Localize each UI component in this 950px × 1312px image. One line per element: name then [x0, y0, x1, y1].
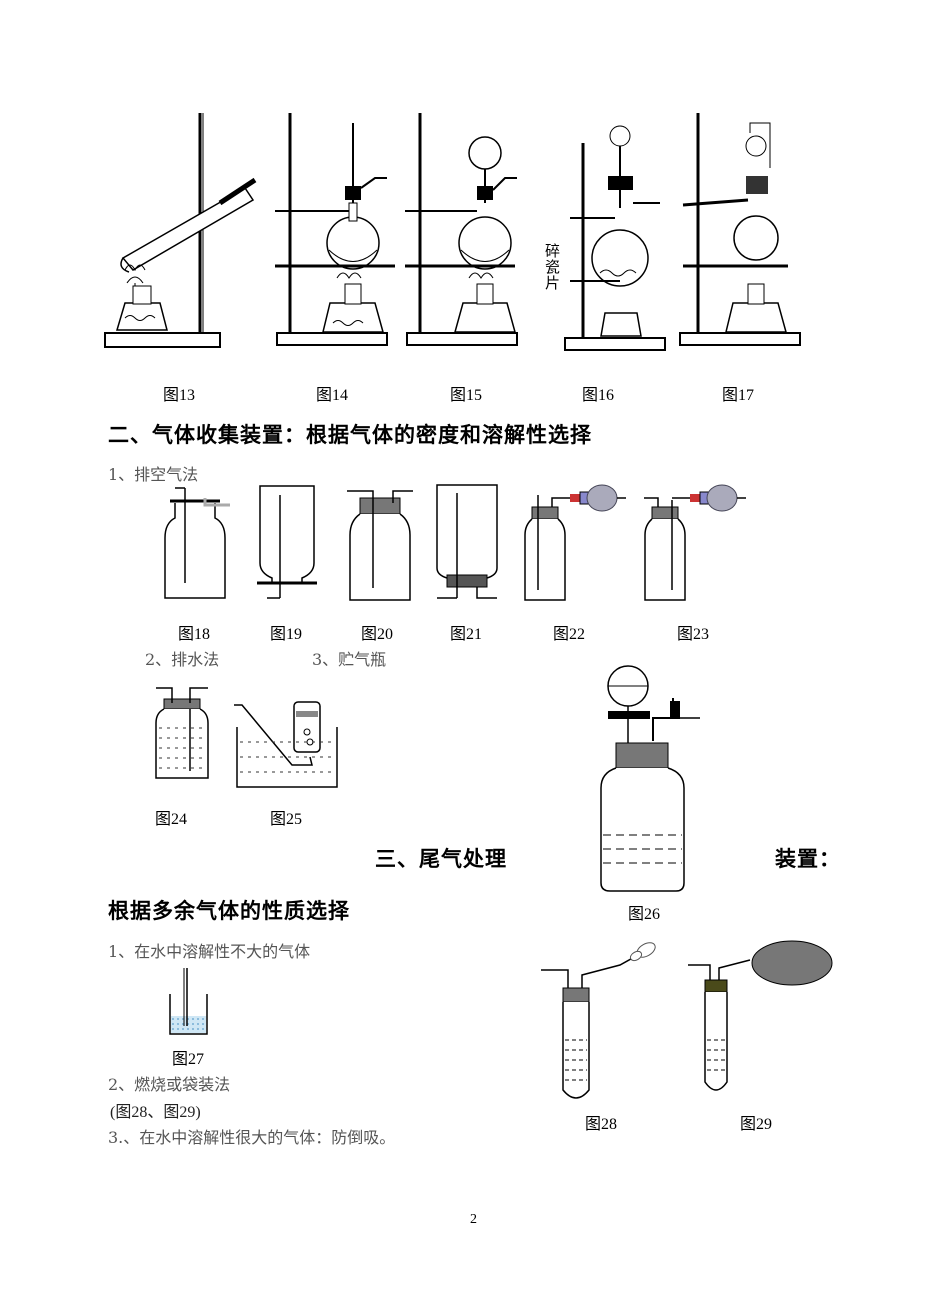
figure-16-flask-porcelain — [545, 108, 670, 353]
figure-26-gas-storage-bottle — [598, 663, 708, 895]
figure-19-bottle-inverted — [252, 483, 327, 603]
caption-fig13: 图13 — [163, 387, 196, 404]
figure-28-test-tube-burn — [538, 940, 678, 1105]
figure-29-test-tube-gas-bag — [685, 940, 835, 1100]
caption-fig15: 图15 — [450, 387, 483, 404]
caption-fig29: 图29 — [740, 1116, 773, 1133]
figure-18-bottle-upward — [160, 483, 235, 603]
figure-21-bottle-inverted-stopper — [432, 483, 507, 603]
caption-fig14: 图14 — [316, 387, 349, 404]
caption-fig22: 图22 — [553, 626, 586, 643]
figure-13-test-tube-heating — [105, 108, 265, 353]
item2-burn-or-bag: 2、燃烧或袋装法 — [108, 1075, 231, 1094]
caption-fig20: 图20 — [361, 626, 394, 643]
method-gas-storage: 3、贮气瓶 — [312, 650, 387, 669]
figure-27-beaker — [165, 966, 215, 1038]
caption-fig26: 图26 — [628, 906, 661, 923]
item3-high-solubility: 3.、在水中溶解性很大的气体：防倒吸。 — [108, 1128, 396, 1147]
page-number: 2 — [470, 1212, 477, 1227]
figure-23-bottle-drying-tube — [640, 480, 750, 605]
item1-low-solubility: 1、在水中溶解性不大的气体 — [108, 942, 311, 961]
caption-fig19: 图19 — [270, 626, 303, 643]
fig16-label: 碎瓷片 — [545, 242, 561, 292]
caption-fig16: 图16 — [582, 387, 615, 404]
caption-fig17: 图17 — [722, 387, 755, 404]
caption-fig24: 图24 — [155, 811, 188, 828]
section3-heading-part1: 三、尾气处理 — [375, 847, 507, 871]
caption-fig25: 图25 — [270, 811, 303, 828]
figure-20-bottle-stopper — [345, 483, 415, 603]
caption-fig27: 图27 — [172, 1051, 205, 1068]
caption-fig23: 图23 — [677, 626, 710, 643]
section3-heading-part2: 装置： — [775, 847, 841, 871]
caption-fig28: 图28 — [585, 1116, 618, 1133]
figure-17-gas-generator — [678, 108, 808, 353]
method-water-displacement: 2、排水法 — [145, 650, 220, 669]
caption-fig18: 图18 — [178, 626, 211, 643]
section2-heading: 二、气体收集装置：根据气体的密度和溶解性选择 — [108, 423, 592, 447]
figure-22-bottle-drying-tube — [520, 480, 630, 605]
figure-15-funnel-flask — [405, 108, 525, 353]
method-air-displacement: 1、排空气法 — [108, 465, 199, 484]
caption-fig21: 图21 — [450, 626, 483, 643]
item2-figure-ref: (图28、图29) — [110, 1104, 201, 1121]
figure-14-distillation-flask — [275, 108, 405, 353]
figure-24-water-bottle — [150, 683, 215, 783]
section3-heading-line2: 根据多余气体的性质选择 — [108, 899, 350, 923]
figure-25-water-trough — [232, 697, 347, 792]
